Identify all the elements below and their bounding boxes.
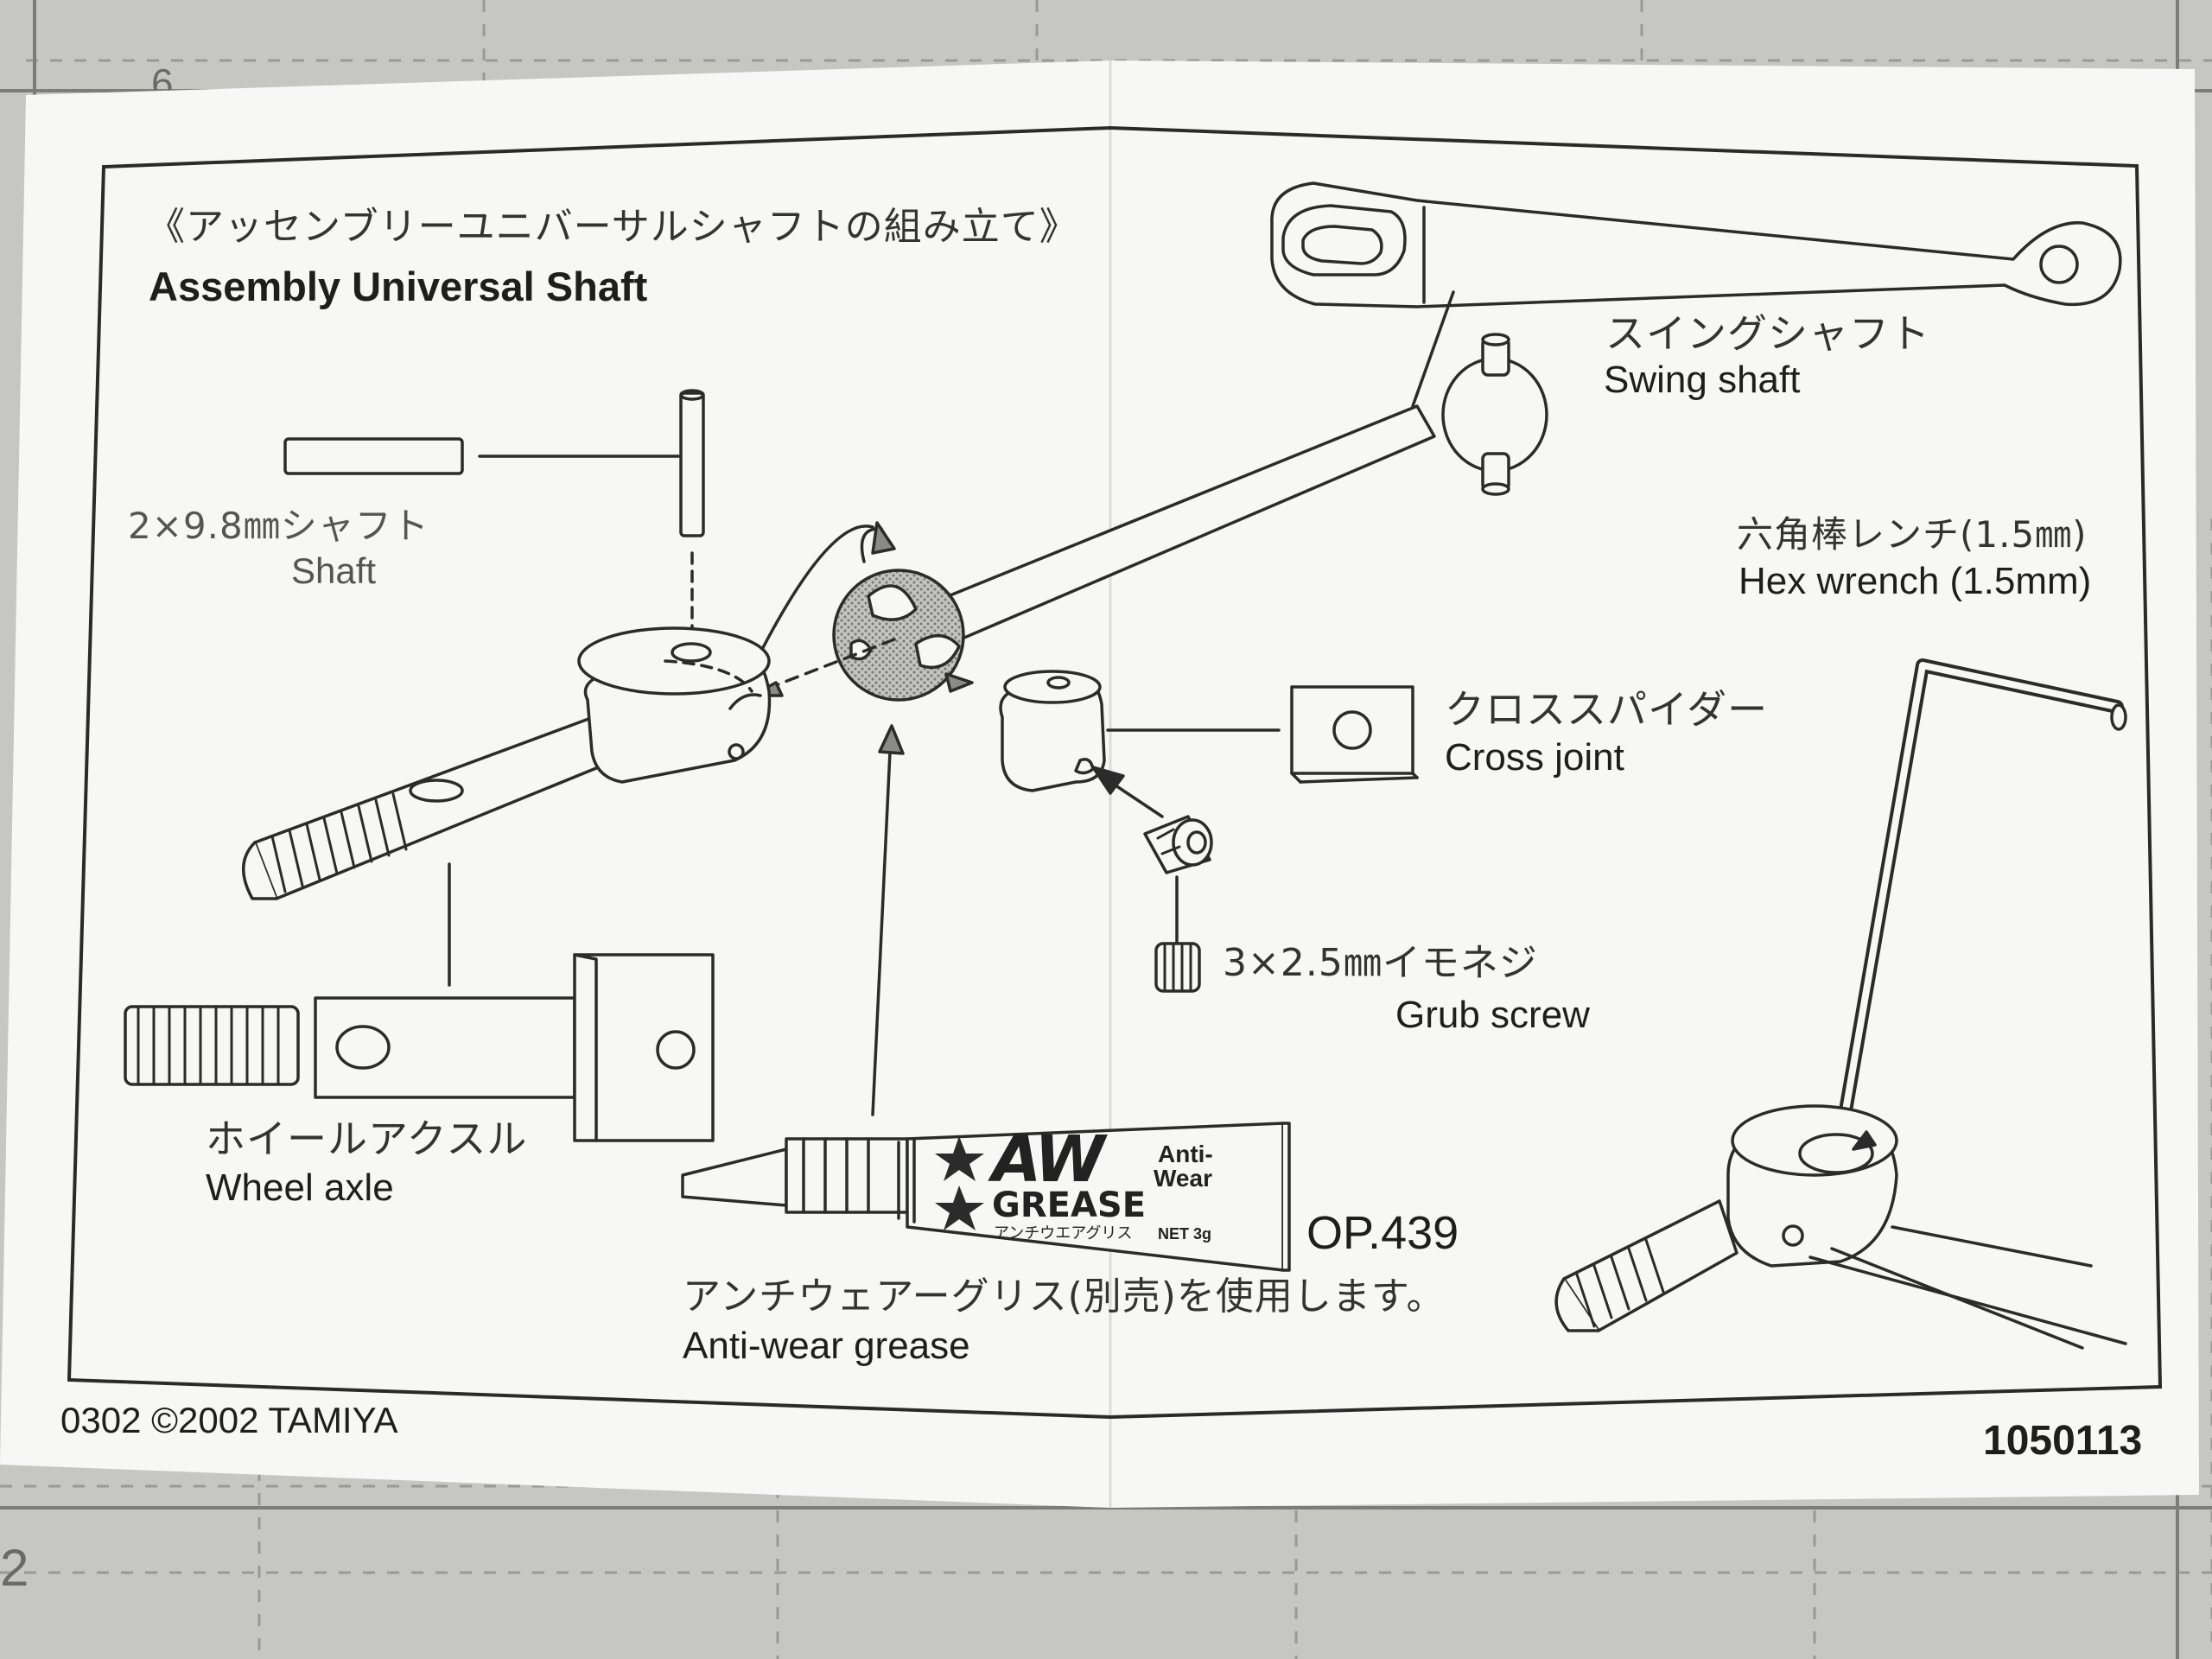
swing-shaft-label-jp: スイングシャフト — [1605, 310, 1930, 357]
grub-screw-part — [1154, 942, 1201, 993]
grease-tube-anti: Anti- — [1158, 1141, 1213, 1167]
grease-tube-jp: アンチウエアグリス — [994, 1224, 1133, 1243]
paper-sheet — [0, 60, 2199, 1508]
swing-shaft-top — [1270, 181, 2122, 308]
grub-screw-assembly — [1143, 815, 1213, 874]
wheel-axle-label-en: Wheel axle — [206, 1166, 394, 1209]
grease-label-en: Anti-wear grease — [683, 1325, 970, 1367]
grease-tube-brand: AW — [992, 1122, 1105, 1197]
page-title-jp: 《アッセンブリーユニバーサルシャフトの組み立て》 — [147, 205, 1078, 249]
shaft-pin-vertical — [679, 389, 705, 537]
wheel-axle-cup — [241, 626, 772, 900]
shaft-label-en: Shaft — [291, 550, 377, 591]
grease-star-icon — [935, 1185, 984, 1230]
page-title-en: Assembly Universal Shaft — [149, 264, 648, 309]
grease-tube-word: GREASE — [992, 1185, 1147, 1225]
copyright: 0302 ©2002 TAMIYA — [60, 1400, 398, 1440]
shaft-pin-horizontal — [283, 437, 464, 475]
grease-label-jp: アンチウェアーグリス(別売)を使用します。 — [683, 1274, 1446, 1319]
part-code: 1050113 — [1983, 1418, 2143, 1464]
hex-wrench-label-en: Hex wrench (1.5mm) — [1738, 560, 2092, 602]
grease-star-icon — [935, 1136, 984, 1181]
swing-shaft-label-en: Swing shaft — [1604, 359, 1801, 401]
mat-number-bottom: 2 — [0, 1539, 29, 1597]
hex-wrench — [1834, 658, 2127, 1147]
cross-joint-ball — [832, 521, 965, 702]
grease-tube-net: NET 3g — [1158, 1225, 1212, 1243]
cross-joint-label-en: Cross joint — [1445, 736, 1624, 779]
assembled-joint — [1554, 1104, 2127, 1350]
wheel-axle-label-jp: ホイールアクスル — [206, 1116, 528, 1162]
hex-wrench-label-jp: 六角棒レンチ(1.5㎜) — [1737, 513, 2088, 556]
swing-shaft-main — [887, 333, 1548, 660]
shaft-label-jp: 2×9.8㎜シャフト — [128, 505, 429, 547]
drive-cup-small — [999, 670, 1106, 792]
wheel-axle-part — [124, 953, 715, 1142]
sheet-frame — [67, 125, 2163, 1420]
grease-tube-wear: Wear — [1154, 1165, 1212, 1192]
grub-screw-label-jp: 3×2.5㎜イモネジ — [1223, 941, 1538, 985]
cross-spider — [1290, 685, 1419, 784]
grease-part-number: OP.439 — [1306, 1207, 1459, 1259]
grease-tube — [681, 1122, 1291, 1272]
cross-joint-label-jp: クロススパイダー — [1445, 686, 1769, 733]
grub-screw-label-en: Grub screw — [1395, 994, 1590, 1036]
